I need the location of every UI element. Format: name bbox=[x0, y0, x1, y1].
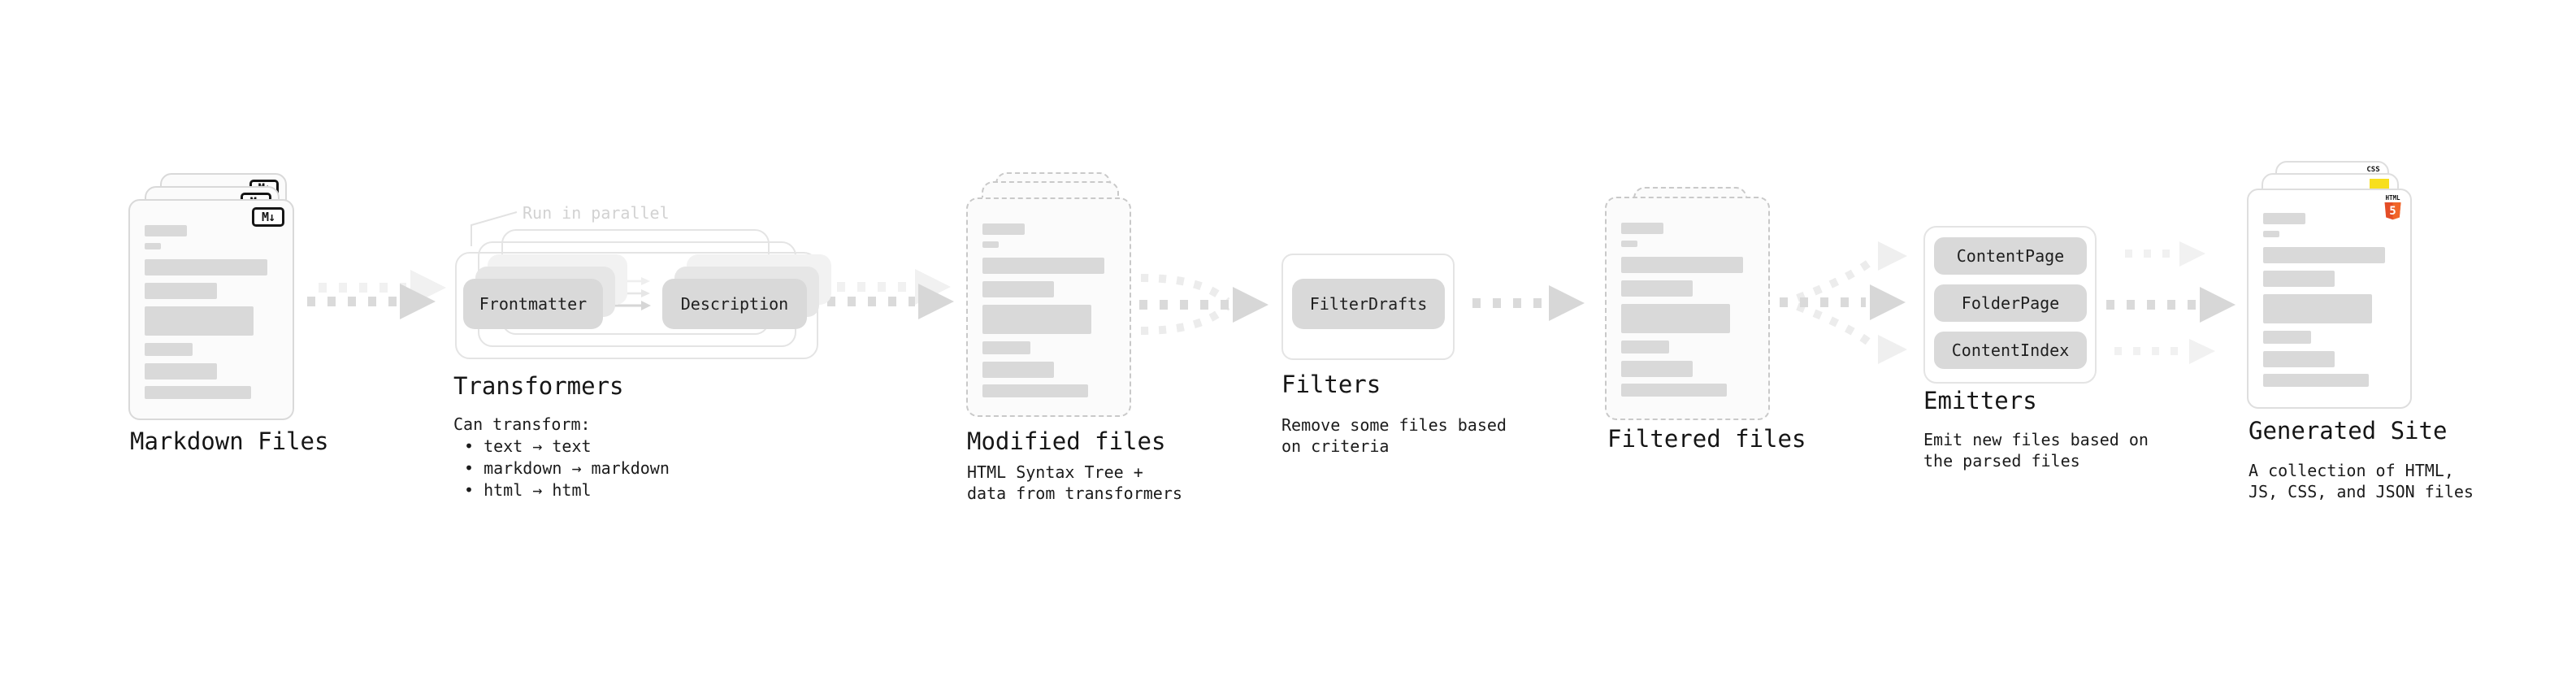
doc-bar bbox=[2263, 331, 2311, 344]
generated-desc-line-2: JS, CSS, and JSON files bbox=[2249, 482, 2474, 501]
generated-desc-line-1: A collection of HTML, bbox=[2249, 461, 2454, 480]
arrow-converge-bottom bbox=[1140, 303, 1230, 335]
modified-desc: HTML Syntax Tree + data from transformer… bbox=[967, 462, 1182, 504]
doc-placeholder-bars bbox=[145, 225, 278, 399]
doc-bar bbox=[145, 363, 217, 380]
doc-bar bbox=[145, 386, 252, 399]
doc-bar bbox=[2263, 213, 2306, 224]
arrow-diverge-bottom bbox=[1796, 302, 1878, 350]
svg-text:HTML: HTML bbox=[2385, 194, 2400, 202]
arrow-head bbox=[410, 270, 446, 306]
modified-desc-line-2: data from transformers bbox=[967, 484, 1182, 503]
transformers-desc-line-2: • text → text bbox=[464, 436, 592, 456]
doc-bar bbox=[145, 259, 267, 275]
doc-bar bbox=[2263, 231, 2279, 237]
js-file-badge bbox=[2370, 179, 2389, 189]
filtered-doc-front bbox=[1605, 197, 1770, 420]
emitters-desc-line-2: the parsed files bbox=[1923, 451, 2080, 471]
arrow-head bbox=[915, 269, 951, 305]
doc-bar bbox=[982, 341, 1030, 354]
arrow-head bbox=[1549, 285, 1585, 321]
pill-filterdrafts: FilterDrafts bbox=[1292, 279, 1445, 329]
doc-bar bbox=[1621, 340, 1669, 354]
markdown-title: Markdown Files bbox=[130, 427, 329, 455]
filters-title: Filters bbox=[1281, 371, 1381, 398]
doc-placeholder-bars bbox=[2263, 213, 2396, 387]
doc-placeholder-bars bbox=[982, 223, 1115, 397]
doc-bar bbox=[982, 305, 1091, 334]
arrow-converge-top bbox=[1140, 274, 1230, 305]
doc-bar bbox=[1621, 304, 1730, 333]
arrow-head bbox=[2189, 339, 2215, 364]
modified-doc-front bbox=[966, 197, 1131, 417]
doc-bar bbox=[982, 258, 1104, 274]
transformers-desc-line-3: • markdown → markdown bbox=[464, 458, 670, 478]
markdown-icon: M↓ bbox=[252, 207, 284, 227]
doc-bar bbox=[145, 343, 193, 356]
emitters-title: Emitters bbox=[1923, 387, 2037, 414]
pill-description: Description bbox=[662, 279, 807, 329]
doc-bar bbox=[145, 283, 217, 299]
transformers-desc: Can transform: • text → text • markdown … bbox=[453, 414, 670, 501]
filters-desc-line-2: on criteria bbox=[1281, 436, 1390, 456]
doc-bar bbox=[982, 223, 1026, 235]
filters-desc-line-1: Remove some files based bbox=[1281, 415, 1507, 435]
doc-bar bbox=[982, 362, 1055, 378]
generated-title: Generated Site bbox=[2249, 417, 2448, 445]
pill-contentindex: ContentIndex bbox=[1934, 332, 2087, 369]
transformers-desc-line-1: Can transform: bbox=[453, 414, 591, 434]
arrow-head bbox=[2200, 287, 2236, 323]
filters-desc: Remove some files based on criteria bbox=[1281, 414, 1507, 457]
generated-desc: A collection of HTML, JS, CSS, and JSON … bbox=[2249, 460, 2474, 502]
doc-bar bbox=[1621, 223, 1664, 234]
doc-bar bbox=[2263, 374, 2370, 387]
transformers-note: Run in parallel bbox=[523, 203, 670, 223]
arrow-head bbox=[918, 284, 954, 319]
doc-bar bbox=[982, 384, 1089, 397]
pill-folderpage: FolderPage bbox=[1934, 284, 2087, 322]
doc-bar bbox=[145, 243, 161, 249]
arrow-head bbox=[1233, 287, 1268, 323]
doc-bar bbox=[982, 281, 1055, 297]
css-badge-label: CSS bbox=[2366, 166, 2380, 174]
doc-bar bbox=[2263, 247, 2385, 263]
pill-frontmatter: Frontmatter bbox=[463, 279, 603, 329]
generated-doc-front: HTML 5 bbox=[2247, 189, 2412, 409]
filtered-title: Filtered files bbox=[1607, 425, 1806, 453]
arrow-head bbox=[1878, 241, 1907, 271]
doc-bar bbox=[1621, 361, 1693, 377]
html5-icon: HTML 5 bbox=[2384, 194, 2401, 220]
arrow-head bbox=[1878, 335, 1907, 364]
doc-bar bbox=[2263, 271, 2335, 287]
emitters-desc-line-1: Emit new files based on bbox=[1923, 430, 2149, 449]
doc-bar bbox=[1621, 241, 1637, 247]
doc-bar bbox=[2263, 351, 2335, 367]
transformers-title: Transformers bbox=[453, 372, 624, 400]
arrow-head bbox=[2179, 241, 2205, 267]
doc-bar bbox=[145, 306, 254, 336]
markdown-doc-front: M↓ bbox=[128, 199, 294, 420]
pill-contentpage: ContentPage bbox=[1934, 237, 2087, 275]
emitters-desc: Emit new files based on the parsed files bbox=[1923, 429, 2149, 471]
arrow-head bbox=[1870, 284, 1906, 320]
arrow-head bbox=[400, 284, 436, 319]
svg-text:5: 5 bbox=[2389, 205, 2396, 218]
doc-bar bbox=[1621, 257, 1743, 273]
doc-bar bbox=[1621, 280, 1693, 297]
modified-desc-line-1: HTML Syntax Tree + bbox=[967, 462, 1143, 482]
doc-bar bbox=[2263, 294, 2372, 323]
doc-placeholder-bars bbox=[1621, 223, 1754, 397]
modified-title: Modified files bbox=[967, 427, 1166, 455]
arrow-diverge-top bbox=[1796, 255, 1878, 302]
doc-bar bbox=[145, 225, 188, 236]
doc-bar bbox=[982, 241, 999, 248]
transformers-desc-line-4: • html → html bbox=[464, 480, 592, 500]
doc-bar bbox=[1621, 384, 1728, 397]
